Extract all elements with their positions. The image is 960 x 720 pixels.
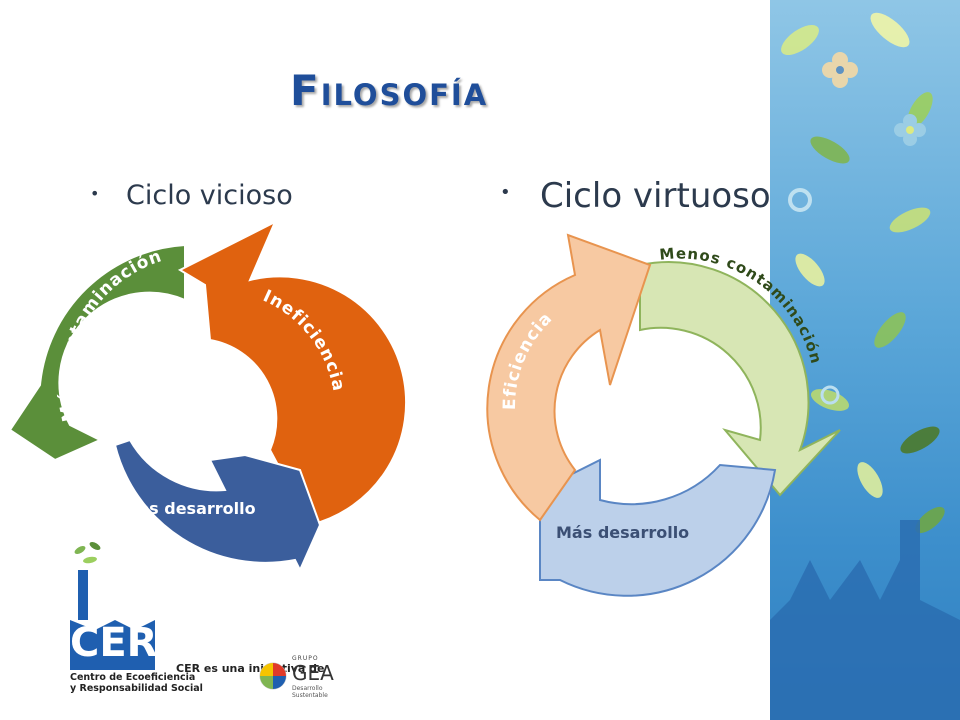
- cer-subtitle-line-1: Centro de Ecoeficiencia: [70, 672, 196, 683]
- cer-factory-icon: [70, 542, 155, 670]
- cer-logo: CER: [60, 540, 160, 670]
- initiative-text: CER es una iniciativa de: [176, 662, 325, 675]
- bullet-label: Ciclo vicioso: [126, 180, 293, 211]
- virtuous-label-mas-desarrollo: Más desarrollo: [556, 523, 689, 542]
- gea-name: GEA: [292, 661, 334, 685]
- bullet-virtuous-cycle: • Ciclo virtuoso: [500, 176, 771, 216]
- slide-title: Filosofía: [290, 66, 489, 115]
- gea-top-label: GRUPO: [292, 655, 319, 662]
- gea-subtitle: Desarrollo Sustentable: [292, 685, 328, 699]
- bullet-dot: •: [90, 184, 100, 203]
- leaf-pattern-illustration: [770, 12, 960, 720]
- cer-subtitle-line-2: y Responsabilidad Social: [70, 683, 203, 694]
- cer-logo-text: CER: [70, 620, 158, 666]
- gea-logo: GRUPO GEA Desarrollo Sustentable: [258, 655, 338, 699]
- bullet-dot: •: [500, 182, 511, 203]
- vicious-segment-blue: [113, 438, 322, 573]
- cer-subtitle: Centro de Ecoeficiencia y Responsabilida…: [70, 672, 203, 694]
- virtuous-segment-blue: [539, 458, 777, 597]
- virtuous-segment-peach: [486, 233, 652, 522]
- vicious-label-menos-desarrollo: Menos desarrollo: [100, 499, 256, 518]
- bullet-vicious-cycle: • Ciclo vicioso: [90, 180, 293, 211]
- bullet-label: Ciclo virtuoso: [540, 176, 771, 216]
- vicious-segment-orange: [177, 219, 408, 527]
- vicious-segment-green: [8, 243, 186, 462]
- virtuous-segment-green: [639, 261, 841, 497]
- gea-circle-icon: [259, 662, 287, 690]
